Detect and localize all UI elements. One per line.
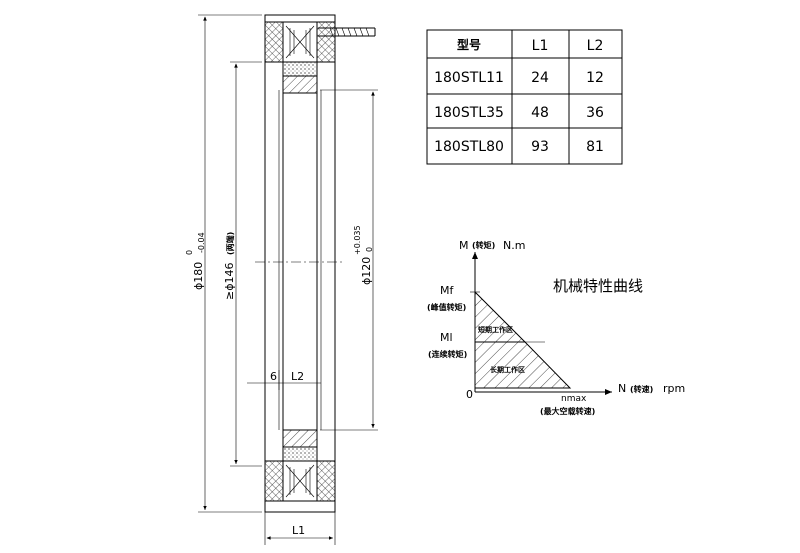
svg-text:ϕ180: ϕ180 <box>192 262 205 290</box>
svg-text:(两端): (两端) <box>225 232 235 255</box>
dim-146-note: (两端) <box>225 232 235 255</box>
magnet-top <box>282 61 318 77</box>
characteristic-graph: M (转矩) N.m 机械特性曲线 Mf (峰值转矩) Ml (连续转矩) 短期… <box>427 239 685 416</box>
table-cell: 180STL80 <box>434 139 504 155</box>
short-term-zone <box>474 290 527 343</box>
dim-inner-tol-lower: 0 <box>365 247 374 252</box>
nmax-note: (最大空载转速) <box>540 406 595 416</box>
rotor-top-hatch <box>282 75 318 94</box>
dim-inner-diameter: ϕ120 +0.035 0 <box>320 89 378 431</box>
table-header-l1: L1 <box>532 38 549 54</box>
lead-cable <box>318 27 376 37</box>
table-cell: 180STL35 <box>434 105 504 121</box>
dim-outer-value: ϕ180 <box>192 262 205 290</box>
svg-text:-0.04: -0.04 <box>197 232 206 253</box>
dim-inner-value: ϕ120 <box>360 257 373 285</box>
long-zone-label: 长期工作区 <box>490 365 525 374</box>
dim-146-diameter: ≥ϕ146 (两端) <box>223 61 262 467</box>
x-axis-unit: rpm <box>663 382 685 395</box>
table-cell: 81 <box>586 139 604 155</box>
dim-outer-diameter: ϕ180 0 -0.04 <box>185 14 262 513</box>
dim-l1: L1 <box>264 512 336 545</box>
dim-outer-tol-upper: 0 <box>185 250 194 255</box>
y-axis-unit: N.m <box>503 239 525 252</box>
short-zone-label: 短期工作区 <box>478 325 513 334</box>
table-cell: 48 <box>531 105 549 121</box>
spec-table: 型号 L1 L2 180STL11 24 12 180STL35 48 36 1… <box>426 29 623 165</box>
ml-label: Ml <box>440 331 453 344</box>
mf-label: Mf <box>440 284 454 297</box>
table-cell: 12 <box>586 70 604 86</box>
x-axis-note: (转速) <box>630 384 653 394</box>
dim-146-value: ≥ϕ146 <box>223 263 236 300</box>
table-header-l2: L2 <box>587 38 604 54</box>
dim-6-label: 6 <box>270 370 277 383</box>
mf-note: (峰值转矩) <box>427 302 466 312</box>
svg-text:≥ϕ146: ≥ϕ146 <box>223 263 236 300</box>
cross-section-view: ϕ180 0 -0.04 ≥ϕ146 (两端) <box>185 14 378 545</box>
table-cell: 36 <box>586 105 604 121</box>
rotor-bottom-hatch <box>282 429 318 448</box>
long-term-zone <box>474 341 572 389</box>
y-axis-note: (转矩) <box>472 240 495 250</box>
nmax-label: nmax <box>561 394 587 404</box>
dim-l2-label: L2 <box>291 370 304 383</box>
dim-outer-tol-lower: -0.04 <box>197 232 206 253</box>
motor-body-outline <box>264 14 336 513</box>
ml-note: (连续转矩) <box>428 349 467 359</box>
origin-label: 0 <box>466 388 473 401</box>
svg-text:0: 0 <box>365 247 374 252</box>
table-cell: 24 <box>531 70 549 86</box>
svg-text:ϕ120: ϕ120 <box>360 257 373 285</box>
dim-6-and-l2: 6 L2 <box>247 370 321 390</box>
table-header-model: 型号 <box>457 37 481 52</box>
dim-inner-tol-upper: +0.035 <box>353 225 362 255</box>
svg-text:0: 0 <box>185 250 194 255</box>
magnet-bottom <box>282 446 318 462</box>
y-axis-label: M <box>459 239 469 252</box>
dim-l1-label: L1 <box>292 524 305 537</box>
graph-title: 机械特性曲线 <box>553 277 643 295</box>
x-axis-label: N <box>618 382 626 395</box>
svg-text:+0.035: +0.035 <box>353 225 362 255</box>
table-cell: 93 <box>531 139 549 155</box>
table-cell: 180STL11 <box>434 70 504 86</box>
